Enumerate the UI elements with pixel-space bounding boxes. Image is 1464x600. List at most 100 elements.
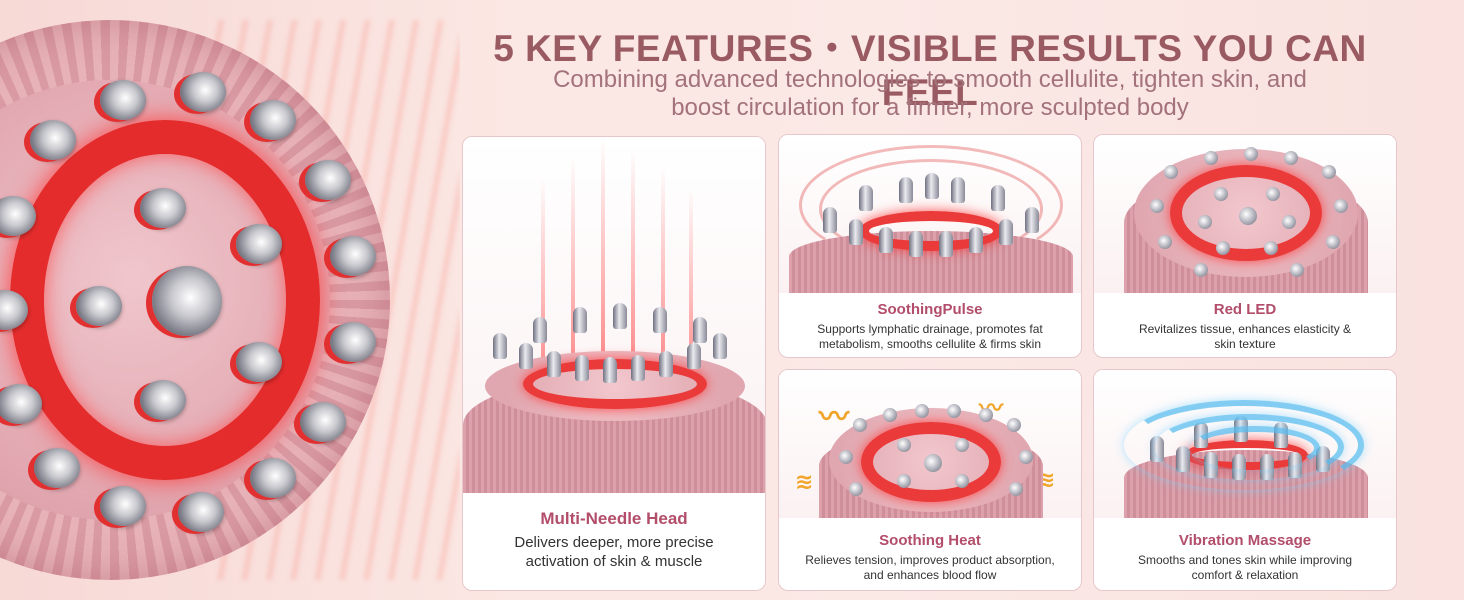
- pin: [899, 177, 913, 203]
- zigzag-heat-icon: ≋: [795, 470, 814, 495]
- needle-dot: [955, 474, 969, 488]
- red-beam: [689, 187, 693, 477]
- pin: [823, 207, 837, 233]
- pin: [533, 317, 547, 343]
- subline: Combining advanced technologies to smoot…: [480, 66, 1380, 122]
- feature-title: SoothingPulse: [877, 301, 983, 318]
- needle: [236, 224, 282, 264]
- feature-description-line: Delivers deeper, more precise: [514, 534, 714, 551]
- needle: [236, 342, 282, 382]
- feature-description-line: Smooths and tones skin while improving: [1137, 553, 1353, 567]
- pin: [687, 343, 701, 369]
- needle-dot: [955, 438, 969, 452]
- needle: [250, 100, 296, 140]
- needle: [178, 492, 224, 532]
- soothing-heat-illustration: 〰 〰 ≋ ≋: [779, 370, 1081, 518]
- needle: [140, 188, 186, 228]
- needle-dot: [839, 450, 853, 464]
- center-needle: [152, 266, 222, 336]
- feature-description-line: and enhances blood flow: [863, 568, 997, 582]
- vibration-massage-illustration: [1094, 370, 1396, 518]
- needle-dot: [915, 404, 929, 418]
- needle-dot: [1019, 450, 1033, 464]
- feature-description-line: Supports lymphatic drainage, promotes fa…: [817, 322, 1043, 336]
- pin: [879, 227, 893, 253]
- needle: [180, 72, 226, 112]
- led-ring: [859, 211, 1003, 251]
- needle-dot: [1284, 151, 1298, 165]
- needle-dot: [1194, 263, 1208, 277]
- pin: [991, 185, 1005, 211]
- red-beam: [631, 147, 635, 467]
- pin: [1025, 207, 1039, 233]
- needle-dot: [1282, 215, 1296, 229]
- center-needle: [1239, 207, 1257, 225]
- needle: [250, 458, 296, 498]
- pin: [969, 227, 983, 253]
- needle: [330, 236, 376, 276]
- feature-description-line: skin texture: [1214, 337, 1276, 351]
- needle-dot: [897, 474, 911, 488]
- feature-title: Soothing Heat: [879, 532, 981, 549]
- vibration-wave: [1124, 400, 1364, 490]
- red-beam: [601, 137, 605, 467]
- needle-dot: [897, 438, 911, 452]
- pin: [909, 231, 923, 257]
- vibration-wave: [1190, 426, 1320, 470]
- needle-dot: [1158, 235, 1172, 249]
- feature-title: Vibration Massage: [1178, 532, 1312, 549]
- needle-dot: [1198, 215, 1212, 229]
- pin: [849, 219, 863, 245]
- zigzag-heat-icon: 〰: [819, 400, 849, 435]
- needle-dot: [1326, 235, 1340, 249]
- pin: [925, 173, 939, 199]
- pulse-wave: [819, 159, 1043, 259]
- pin: [653, 307, 667, 333]
- feature-card-soothing-heat: 〰 〰 ≋ ≋ Soothing Heat Relieves tension, …: [778, 369, 1082, 591]
- needle-dot: [1204, 151, 1218, 165]
- pin: [613, 303, 627, 329]
- needle: [34, 448, 80, 488]
- pin: [573, 307, 587, 333]
- needle-dot: [883, 408, 897, 422]
- needle: [300, 402, 346, 442]
- needle: [330, 322, 376, 362]
- feature-card-red-led: Red LED Revitalizes tissue, enhances ela…: [1093, 134, 1397, 358]
- needle-dot: [947, 404, 961, 418]
- red-led-illustration: [1094, 135, 1396, 293]
- needle: [30, 120, 76, 160]
- feature-description: Revitalizes tissue, enhances elasticity …: [1102, 322, 1388, 352]
- feature-description: Supports lymphatic drainage, promotes fa…: [787, 322, 1073, 352]
- multi-needle-illustration: [463, 137, 765, 493]
- needle: [305, 160, 351, 200]
- feature-description: Relieves tension, improves product absor…: [787, 553, 1073, 583]
- feature-description: Smooths and tones skin while improving c…: [1102, 553, 1388, 583]
- feature-description-line: Revitalizes tissue, enhances elasticity …: [1138, 322, 1352, 336]
- needle-dot: [979, 408, 993, 422]
- needle: [100, 80, 146, 120]
- needle-dot: [1214, 187, 1228, 201]
- pin: [603, 357, 617, 383]
- pin: [493, 333, 507, 359]
- needle-dot: [1290, 263, 1304, 277]
- needle-dot: [1150, 199, 1164, 213]
- feature-description-line: comfort & relaxation: [1191, 568, 1299, 582]
- pin: [631, 355, 645, 381]
- pin: [999, 219, 1013, 245]
- headline: 5 KEY FEATURES・VISIBLE RESULTS YOU CAN F…: [493, 28, 1367, 113]
- hero-device-image: [0, 0, 460, 600]
- needle-dot: [1216, 241, 1230, 255]
- feature-card-vibration-massage: Vibration Massage Smooths and tones skin…: [1093, 369, 1397, 591]
- needle-dot: [1164, 165, 1178, 179]
- pin: [659, 351, 673, 377]
- pin: [519, 343, 533, 369]
- pin: [713, 333, 727, 359]
- needle: [76, 286, 122, 326]
- needle: [100, 486, 146, 526]
- feature-title: Red LED: [1213, 301, 1277, 318]
- needle: [0, 196, 36, 236]
- needle-dot: [1264, 241, 1278, 255]
- needle: [140, 380, 186, 420]
- vibration-wave: [1154, 414, 1344, 480]
- pin: [575, 355, 589, 381]
